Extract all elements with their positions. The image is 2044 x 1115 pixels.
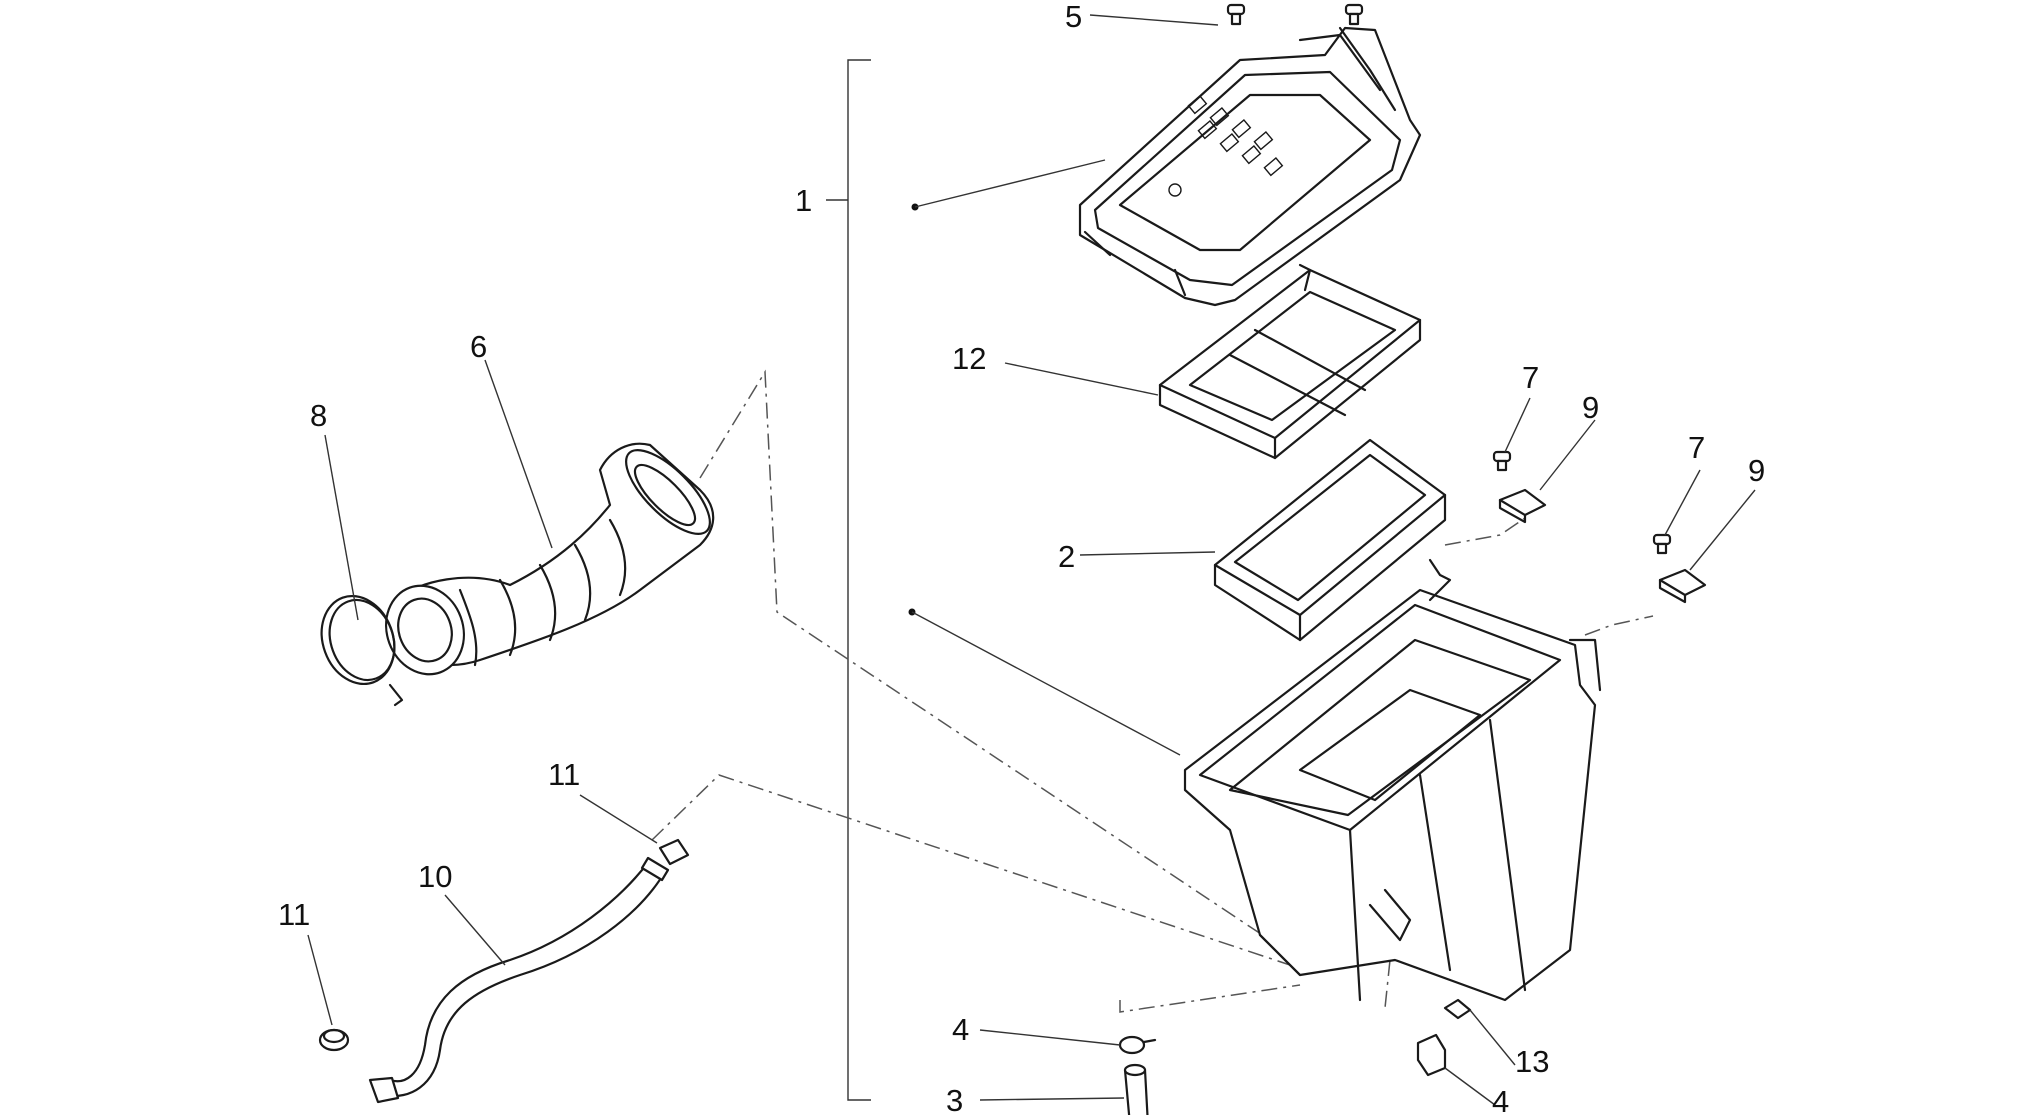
air-filter-2 (1213, 438, 1447, 642)
filter-frame-12 (1158, 263, 1422, 460)
label-6: 6 (470, 329, 487, 364)
bolt-5-right (1344, 3, 1364, 26)
label-3: 3 (946, 1083, 963, 1115)
label-1: 1 (795, 183, 812, 218)
screw-7-left (1492, 450, 1512, 472)
label-10: 10 (418, 859, 452, 894)
label-8: 8 (310, 398, 327, 433)
air-box-cover (1078, 26, 1422, 307)
clip-9-left (1498, 488, 1547, 524)
label-12: 12 (952, 341, 986, 376)
intake-duct-6 (385, 442, 715, 676)
hose-clamp-8 (320, 594, 404, 707)
group-1-bracket (826, 59, 1181, 1101)
air-box-base (1183, 558, 1602, 1002)
label-7-right: 7 (1688, 430, 1705, 465)
clip-9-right (1658, 568, 1707, 604)
label-11-bottom: 11 (278, 897, 310, 932)
screw-7-right (1652, 533, 1672, 555)
label-13: 13 (1515, 1044, 1549, 1079)
label-4-left: 4 (952, 1012, 969, 1047)
plug-4-right (1416, 1033, 1447, 1077)
hose-clip-11-bottom (318, 1028, 350, 1052)
label-9-left: 9 (1582, 390, 1599, 425)
drain-tube-3 (1123, 1063, 1149, 1115)
label-11-top: 11 (548, 757, 580, 792)
label-9-right: 9 (1748, 453, 1765, 488)
clip-13 (1443, 998, 1472, 1020)
assembly-guide-lines (651, 369, 1654, 1013)
clamp-4-left (1118, 1035, 1157, 1055)
label-2: 2 (1058, 539, 1075, 574)
label-5: 5 (1065, 0, 1082, 34)
leader-lines (307, 14, 1756, 1106)
hose-10 (368, 856, 670, 1104)
hose-clip-11-top (658, 838, 690, 866)
label-7-left: 7 (1522, 360, 1539, 395)
label-4-right: 4 (1492, 1084, 1509, 1115)
bolt-5-left (1226, 3, 1246, 26)
callout-labels: 1 2 3 4 4 5 6 7 7 8 9 9 10 11 11 12 13 (278, 0, 1765, 1115)
